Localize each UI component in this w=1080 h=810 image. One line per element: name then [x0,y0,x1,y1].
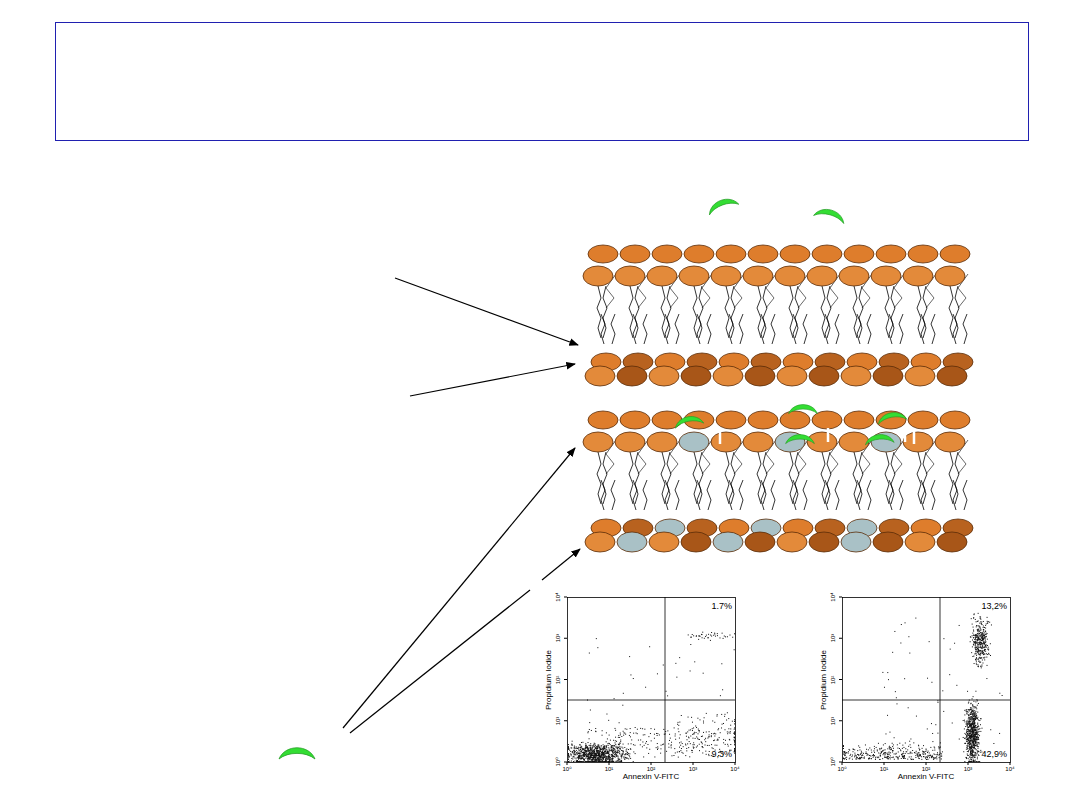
pointer-arrow [350,590,530,733]
percent-value: 42,9% [981,750,1007,759]
tick-label: 10⁴ [830,592,836,601]
title-frame [56,23,1029,141]
membrane-pore [827,428,830,442]
axis-title: Annexin V-FITC [623,773,679,781]
tick-label: 10¹ [880,766,889,772]
dot-plot [564,597,736,765]
pointer-arrow [542,549,580,580]
tick-label: 10⁴ [1005,766,1014,772]
percent-value: 1.7% [711,602,732,611]
membrane-bilayers [583,245,973,552]
annexin-v [279,748,315,759]
tick-label: 10² [647,766,656,772]
tick-label: 10⁰ [830,757,836,766]
membrane-pore [904,428,907,442]
pointer-arrows [343,278,580,733]
membrane-pore [913,430,916,444]
annexin-v [674,414,704,428]
dot-plot [839,597,1011,765]
annexin-v [814,206,847,223]
axis-title: Propidium Iodide [820,649,828,709]
tick-label: 10³ [964,766,973,772]
tick-label: 10⁰ [562,766,571,772]
tick-label: 10⁰ [555,757,561,766]
tick-label: 10³ [689,766,698,772]
annexin-v [789,405,818,414]
annexin-v [877,410,907,424]
annexin-v [865,433,894,444]
annexin-v [786,435,815,444]
pointer-arrow [410,364,575,396]
tick-label: 10¹ [830,716,836,725]
tick-label: 10¹ [605,766,614,772]
tick-label: 10² [922,766,931,772]
pointer-arrow [343,448,575,728]
tick-label: 10⁴ [730,766,739,772]
tick-label: 10³ [830,634,836,643]
lipid-bilayer [583,411,973,552]
tick-label: 10² [555,675,561,684]
tick-label: 10² [830,675,836,684]
pointer-arrow [395,278,578,345]
annexin-v [706,195,739,215]
axis-title: Propidium Iodide [545,649,553,709]
membrane-pore [719,430,722,444]
lipid-bilayer [583,245,973,386]
tick-label: 10⁴ [555,592,561,601]
percent-value: 13,2% [981,602,1007,611]
percent-value: 9,3% [711,750,732,759]
axis-title: Annexin V-FITC [898,773,954,781]
tick-label: 10¹ [555,716,561,725]
flow-cytometry-plots [564,597,1011,765]
tick-label: 10³ [555,634,561,643]
tick-label: 10⁰ [837,766,846,772]
